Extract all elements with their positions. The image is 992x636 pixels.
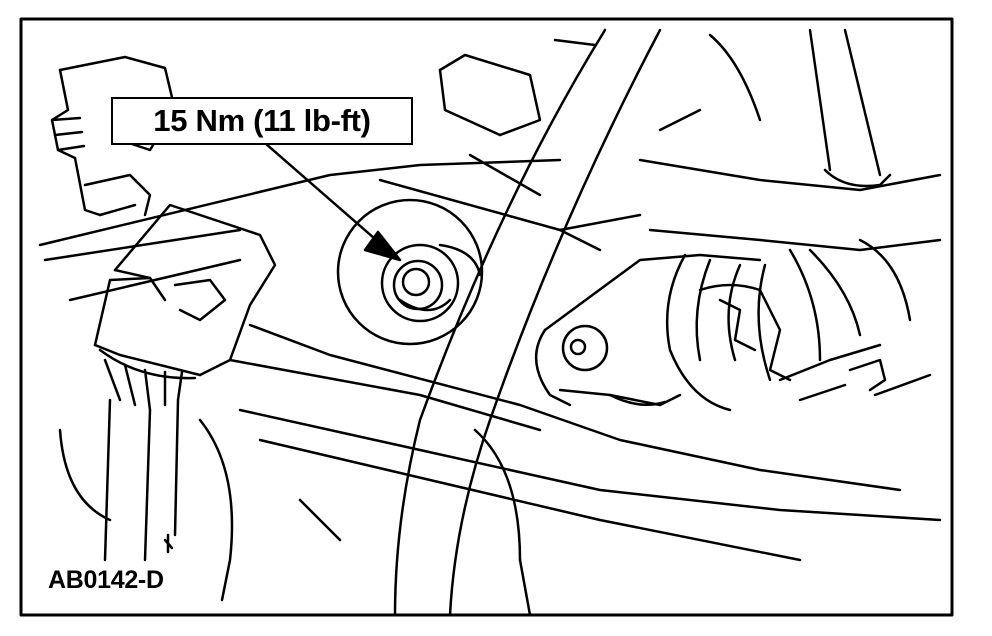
engine-rails [38,153,942,562]
figure-border [19,17,954,617]
upper-bracket [438,28,892,188]
curved-tube [393,28,662,617]
spring-assembly [665,238,932,412]
harness-wires [58,398,234,602]
connector-body [50,55,177,217]
bolt-boss [336,198,484,346]
torque-spec-callout: 15 Nm (11 lb-ft) [111,97,413,145]
arrow-pointer-icon [248,128,402,262]
figure-reference-id: AB0142-D [48,566,164,594]
harness-plug [93,203,277,412]
lower-housing [298,428,532,617]
linkage-arm [534,253,762,407]
